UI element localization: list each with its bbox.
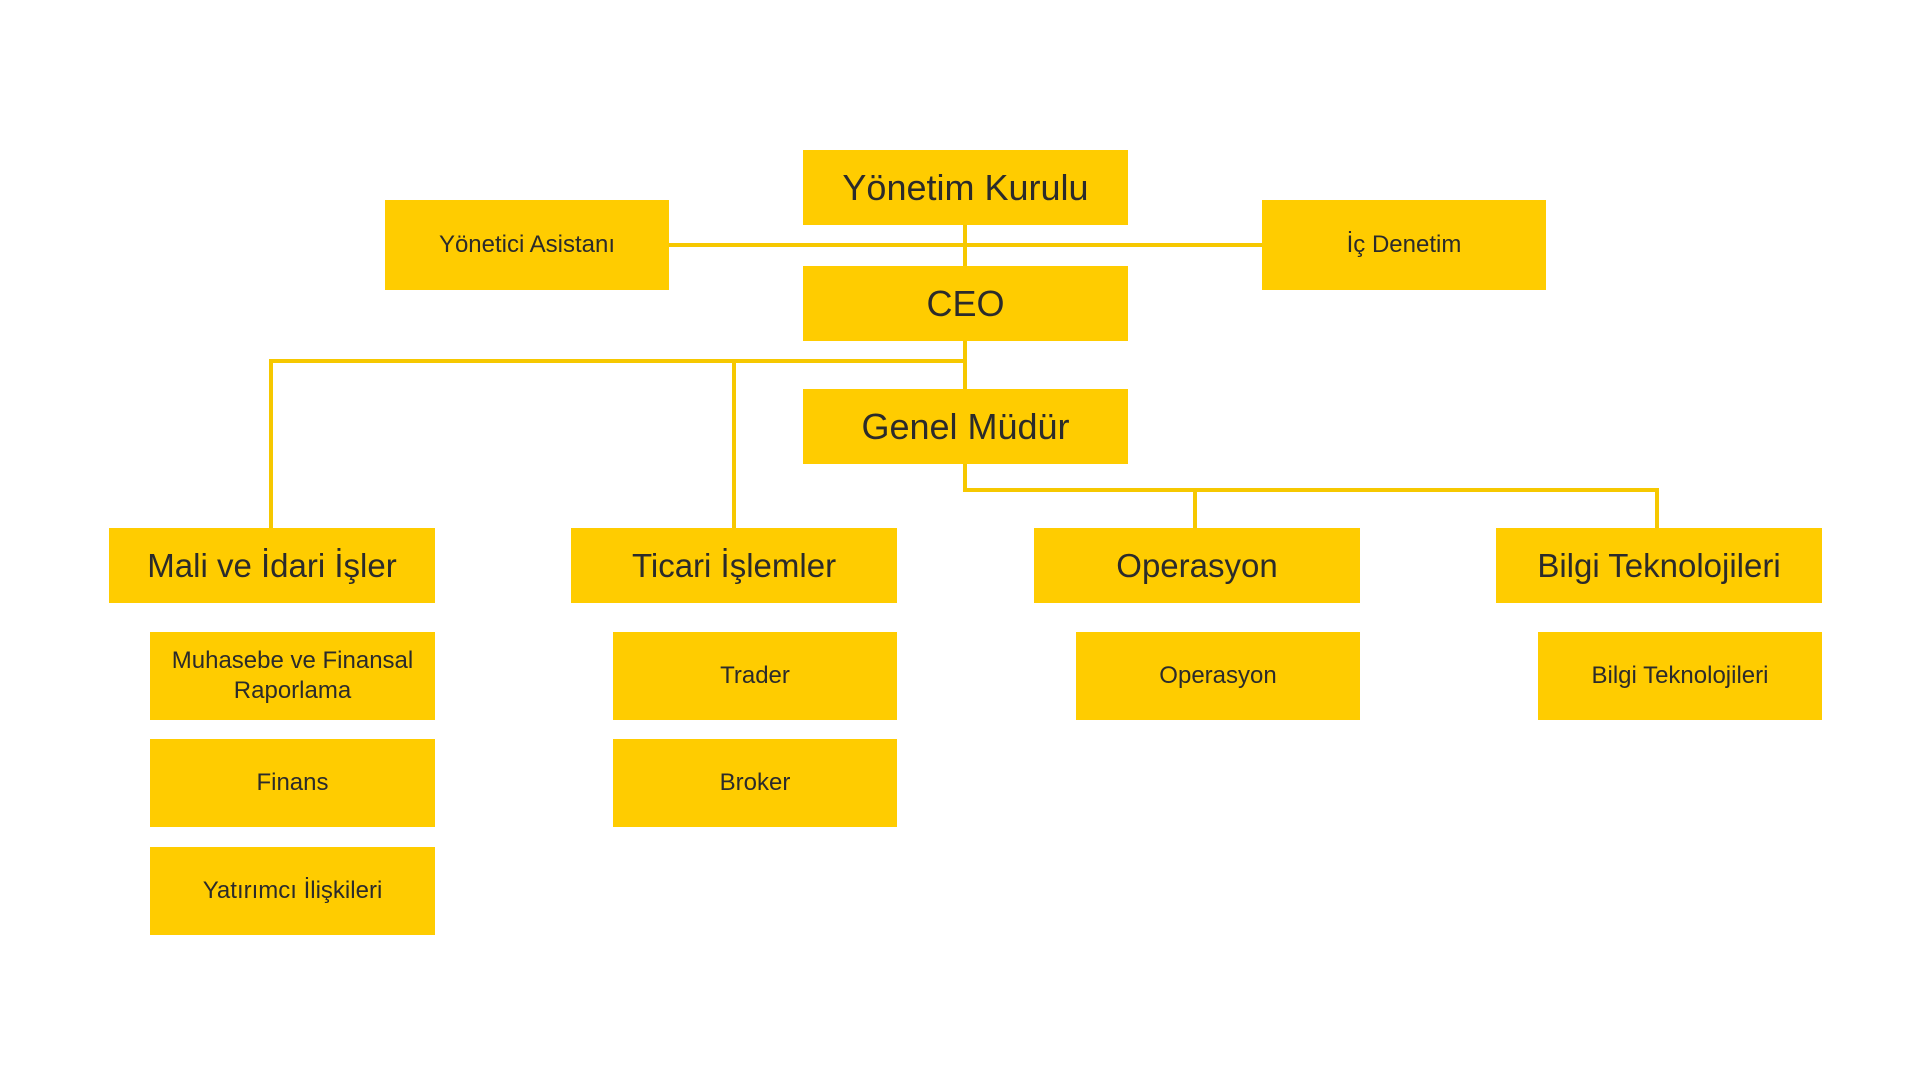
department-label: Ticari İşlemler: [631, 546, 837, 584]
ceo-box: CEO: [803, 266, 1128, 341]
unit-box-finans: Finans: [150, 739, 435, 827]
general-manager-box: Genel Müdür: [803, 389, 1128, 464]
unit-label: Finans: [256, 769, 329, 796]
department-label: Bilgi Teknolojileri: [1537, 546, 1781, 584]
board-box: Yönetim Kurulu: [803, 150, 1128, 225]
unit-box-trader: Trader: [613, 632, 897, 720]
board-label: Yönetim Kurulu: [842, 167, 1089, 208]
executive-assistant-box: Yönetici Asistanı: [385, 200, 669, 290]
executive-assistant-label: Yönetici Asistanı: [438, 231, 616, 258]
internal-audit-label: İç Denetim: [1346, 231, 1462, 258]
general-manager-label: Genel Müdür: [861, 406, 1070, 447]
department-box-operasyon: Operasyon: [1034, 528, 1360, 603]
department-box-mali-idari: Mali ve İdari İşler: [109, 528, 435, 603]
unit-label: Operasyon: [1159, 662, 1277, 689]
unit-label: Broker: [719, 769, 791, 796]
unit-label: Trader: [720, 662, 790, 689]
unit-box-broker: Broker: [613, 739, 897, 827]
department-label: Operasyon: [1116, 546, 1278, 584]
department-box-bilgi-teknolojileri: Bilgi Teknolojileri: [1496, 528, 1822, 603]
department-box-ticari: Ticari İşlemler: [571, 528, 897, 603]
unit-box-yatirimci-iliskileri: Yatırımcı İlişkileri: [150, 847, 435, 935]
department-label: Mali ve İdari İşler: [147, 546, 397, 584]
unit-box-bilgi-teknolojileri: Bilgi Teknolojileri: [1538, 632, 1822, 720]
ceo-label: CEO: [926, 283, 1005, 324]
unit-label: Muhasebe ve Finansal Raporlama: [171, 647, 414, 704]
internal-audit-box: İç Denetim: [1262, 200, 1546, 290]
unit-label: Yatırımcı İlişkileri: [202, 877, 383, 904]
unit-box-operasyon: Operasyon: [1076, 632, 1360, 720]
unit-box-muhasebe: Muhasebe ve Finansal Raporlama: [150, 632, 435, 720]
unit-label: Bilgi Teknolojileri: [1591, 662, 1769, 689]
